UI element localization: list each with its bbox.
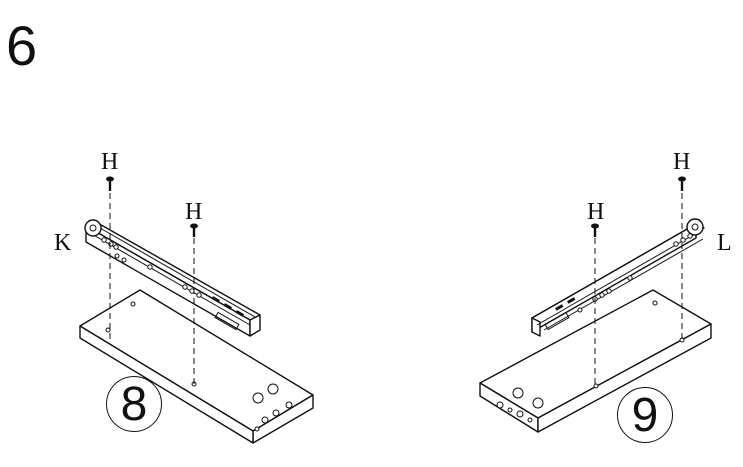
left-screws — [106, 176, 198, 386]
right-screw-label-1: H — [587, 199, 605, 225]
right-screws — [591, 176, 686, 388]
left-screw-label-2: H — [185, 199, 203, 225]
left-panel-number: 8 — [106, 376, 162, 432]
left-slide-k — [84, 219, 261, 337]
step-number: 6 — [6, 14, 38, 77]
right-screw-label-2: H — [673, 149, 691, 175]
left-slide-label: K — [54, 230, 72, 256]
left-screw-label-1: H — [101, 149, 119, 175]
right-slide-l — [531, 218, 705, 337]
left-panel-8 — [79, 289, 314, 444]
right-slide-label: L — [717, 230, 732, 256]
right-panel-number: 9 — [617, 387, 673, 443]
